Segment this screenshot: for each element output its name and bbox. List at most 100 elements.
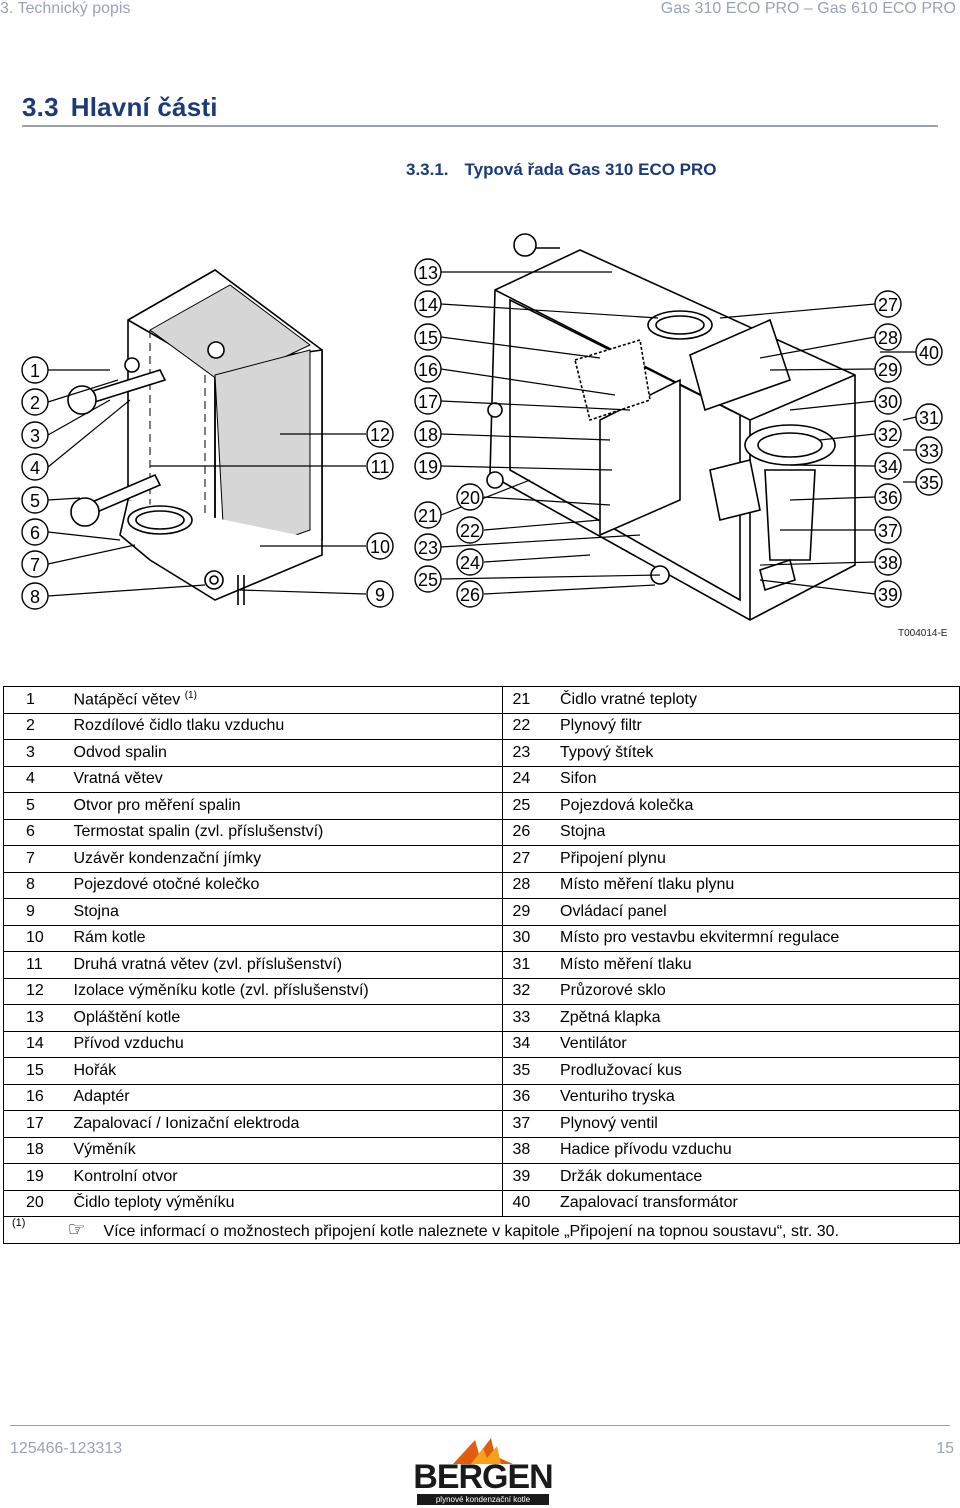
callout-label: 35 [919, 473, 939, 493]
legend-label-text: Zapalovací transformátor [560, 1194, 738, 1212]
legend-label-text: Sifon [560, 770, 597, 788]
callout-label: 5 [30, 491, 40, 511]
legend-label-text: Druhá vratná větev (zvl. příslušenství) [73, 955, 343, 973]
callout-label: 33 [919, 441, 939, 461]
legend-number: 27 [501, 845, 558, 873]
legend-label-text: Hadice přívodu vzduchu [560, 1141, 732, 1159]
legend-label-text: Pojezdová kolečka [560, 796, 694, 814]
legend-number: 15 [3, 1057, 68, 1085]
subsection-title: 3.3.1.Typová řada Gas 310 ECO PRO [406, 160, 717, 180]
legend-number: 13 [3, 1004, 68, 1032]
subsection-title-text: Typová řada Gas 310 ECO PRO [464, 160, 717, 179]
legend-label-text: Opláštění kotle [73, 1008, 181, 1026]
legend-label-text: Pojezdové otočné kolečko [73, 876, 260, 894]
header-product: Gas 310 ECO PRO – Gas 610 ECO PRO [660, 0, 956, 17]
callout-label: 2 [30, 393, 40, 413]
legend-number-text: 19 [26, 1167, 44, 1185]
legend-number-text: 6 [26, 823, 35, 841]
legend-number: 17 [3, 1110, 68, 1138]
legend-number-text: 11 [26, 955, 43, 973]
callout-label: 19 [418, 457, 438, 477]
legend-label-text: Ventilátor [560, 1035, 627, 1053]
legend-label: Venturiho tryska [558, 1083, 960, 1111]
legend-number: 40 [501, 1189, 558, 1217]
callout-label: 11 [371, 457, 390, 477]
legend-number: 14 [3, 1030, 68, 1058]
legend-number-text: 2 [26, 717, 35, 735]
legend-number-text: 40 [512, 1194, 531, 1212]
legend-label-text: Rozdílové čidlo tlaku vzduchu [73, 717, 285, 735]
legend-number: 4 [3, 765, 68, 793]
callout-label: 4 [30, 458, 40, 478]
legend-label: Druhá vratná větev (zvl. příslušenství) [67, 951, 503, 979]
legend-number: 18 [3, 1136, 68, 1164]
section-rule [22, 125, 938, 127]
callout-label: 26 [460, 585, 480, 605]
legend-number-text: 27 [512, 849, 531, 867]
legend-number-text: 23 [512, 743, 531, 761]
legend-label: Stojna [67, 898, 503, 926]
legend-label-text: Typový štítek [560, 743, 654, 761]
legend-label-text: Čidlo vratné teploty [560, 690, 697, 708]
legend-number: 31 [501, 951, 558, 979]
legend-label: Pojezdová kolečka [558, 792, 960, 820]
note-text: Více informací o možnostech připojení ko… [103, 1223, 839, 1241]
legend-number-text: 32 [512, 982, 531, 1000]
legend-label-text: Zpětná klapka [560, 1008, 661, 1026]
legend-number: 37 [501, 1110, 558, 1138]
legend-label-text: Prodlužovací kus [560, 1061, 682, 1079]
legend-number-text: 22 [512, 717, 531, 735]
legend-number: 39 [501, 1163, 558, 1191]
legend-number-text: 8 [26, 876, 35, 894]
legend-number-text: 35 [512, 1061, 531, 1079]
legend-number-text: 14 [26, 1035, 44, 1053]
legend-label: Hořák [67, 1057, 503, 1085]
note-mark: (1) [3, 1216, 68, 1244]
legend-number-text: 20 [26, 1194, 44, 1212]
legend-label: Průzorové sklo [558, 977, 960, 1005]
right-boiler-drawing [486, 233, 856, 621]
legend-label: Natápěcí větev (1) [67, 686, 503, 714]
legend-label-text: Výměník [73, 1141, 136, 1159]
legend-label: Zpětná klapka [558, 1004, 960, 1032]
callout-label: 29 [878, 360, 898, 380]
callout-label: 25 [418, 570, 438, 590]
legend-label-text: Místo pro vestavbu ekvitermní regulace [560, 929, 840, 947]
legend-number-text: 10 [26, 929, 44, 947]
legend-label: Izolace výměníku kotle (zvl. příslušenst… [67, 977, 503, 1005]
callout-label: 9 [375, 585, 385, 605]
legend-label: Uzávěr kondenzační jímky [67, 845, 503, 873]
legend-label: Čidlo vratné teploty [558, 686, 960, 714]
legend-label-text: Plynový ventil [560, 1114, 658, 1132]
callout-label: 36 [878, 488, 898, 508]
legend-number-text: 17 [26, 1114, 44, 1132]
callout-label: 6 [30, 523, 40, 543]
legend-number: 16 [3, 1083, 68, 1111]
callout-label: 15 [418, 328, 438, 348]
legend-label-text: Adaptér [73, 1088, 130, 1106]
legend-label-text: Termostat spalin (zvl. příslušenství) [73, 823, 324, 841]
legend-label-text: Místo měření tlaku plynu [560, 876, 735, 894]
legend-label: Výměník [67, 1136, 503, 1164]
legend-number: 24 [501, 765, 558, 793]
legend-number-text: 33 [512, 1008, 531, 1026]
legend-number-text: 31 [512, 955, 531, 973]
legend-number: 35 [501, 1057, 558, 1085]
legend-label-text: Místo měření tlaku [560, 955, 692, 973]
header-chapter: 3. Technický popis [0, 0, 131, 17]
section-number: 3.3 [22, 92, 59, 122]
legend-number: 25 [501, 792, 558, 820]
callout-label: 27 [878, 295, 898, 315]
legend-label: Kontrolní otvor [67, 1163, 503, 1191]
legend-label: Hadice přívodu vzduchu [558, 1136, 960, 1164]
callout-label: 3 [30, 426, 40, 446]
